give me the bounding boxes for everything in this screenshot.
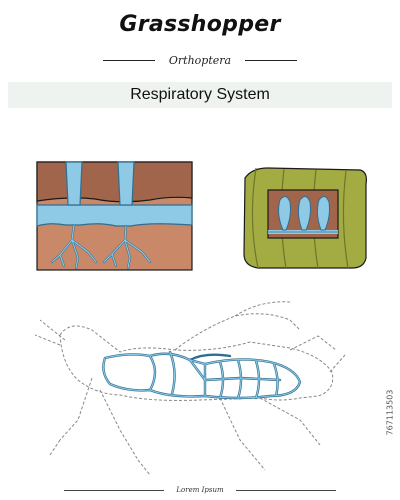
footer-caption: Lorem Ipsum <box>176 486 224 494</box>
section-band <box>8 82 392 108</box>
tracheal-network-fill <box>102 351 301 399</box>
page-title: Grasshopper <box>119 12 281 37</box>
subtitle-rule-left <box>102 59 155 61</box>
footer-rule-left <box>64 489 165 491</box>
spiracle-tube-right <box>117 161 135 206</box>
grasshopper-body-tracheae <box>34 301 346 476</box>
body-outline-dashed <box>34 301 346 476</box>
subtitle-row: Orthoptera <box>0 52 400 68</box>
spiracle-tube-left <box>65 161 83 206</box>
section-heading: Respiratory System <box>130 86 270 103</box>
main-trachea <box>36 204 193 227</box>
footer: Lorem Ipsum <box>0 484 400 496</box>
air-sacs <box>278 196 330 231</box>
tracheal-air-sacs <box>243 167 367 269</box>
body-wall-layer <box>36 161 193 203</box>
stock-id-watermark: 767113503 <box>385 389 395 436</box>
subtitle-rule-right <box>245 59 298 61</box>
scientific-order-label: Orthoptera <box>168 53 232 67</box>
tracheole-highlights <box>51 224 151 269</box>
footer-rule-right <box>235 489 336 491</box>
spiracle-cross-section <box>36 161 193 271</box>
